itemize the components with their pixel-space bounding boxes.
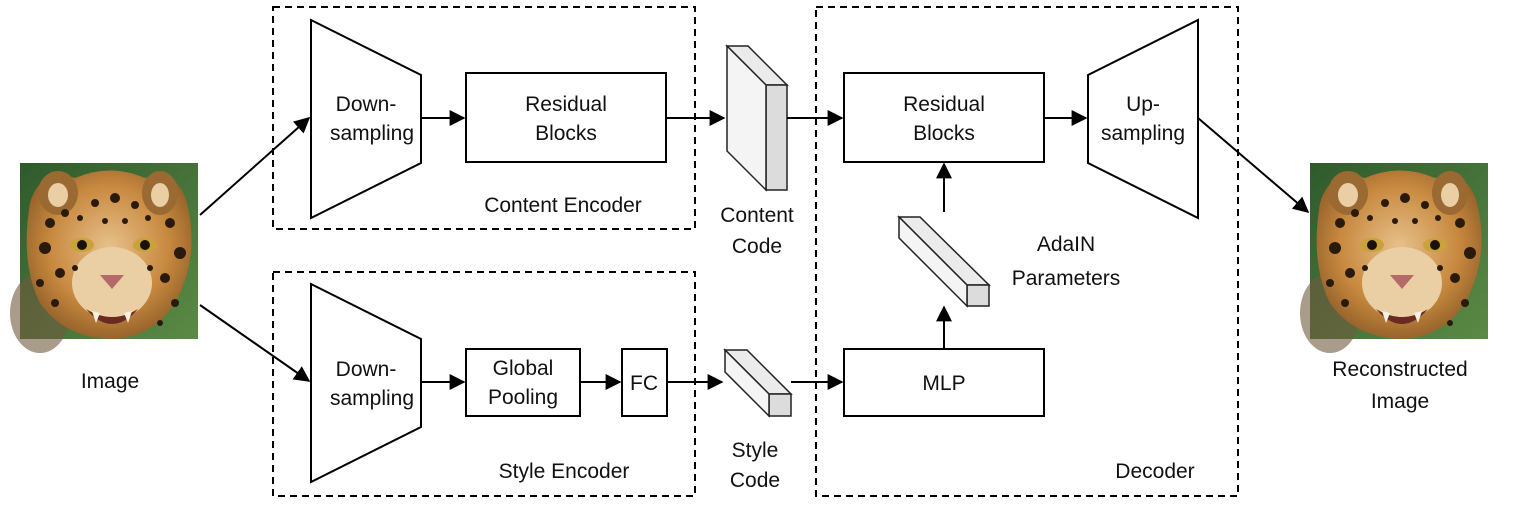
mlp-block (843, 348, 1045, 417)
global-pooling-label-1: Global (493, 357, 554, 380)
content-code-tensor (725, 44, 789, 192)
content-code-label-2: Code (732, 235, 782, 258)
content-downsampling-block (310, 18, 422, 220)
adain-parameters-tensor (897, 215, 991, 308)
input-image (10, 163, 198, 353)
decoder-residual-label-1: Residual (903, 93, 985, 116)
flow-arrows (199, 110, 1310, 390)
mlp-label: MLP (922, 372, 965, 395)
style-code-label-2: Code (730, 469, 780, 492)
style-encoder-title: Style Encoder (499, 460, 630, 483)
adain-label-2: Parameters (1012, 267, 1121, 290)
fc-label: FC (630, 372, 658, 395)
output-label-line1: Reconstructed (1332, 358, 1467, 381)
style-downsampling-label-2: sampling (330, 387, 414, 410)
upsampling-label-2: sampling (1101, 122, 1185, 145)
output-image (1300, 163, 1488, 353)
input-label: Image (81, 370, 139, 393)
decoder-title: Decoder (1115, 460, 1194, 483)
arrow-image-to-style-down (199, 304, 311, 382)
content-encoder-title: Content Encoder (484, 194, 642, 217)
arrow-image-to-content-down (199, 116, 311, 216)
upsampling-label-1: Up- (1126, 93, 1160, 116)
adain-label-1: AdaIN (1037, 233, 1095, 256)
global-pooling-label-2: Pooling (488, 386, 558, 409)
style-code-tensor (723, 348, 793, 418)
content-code-label-1: Content (720, 204, 794, 227)
content-residual-label-1: Residual (525, 93, 607, 116)
decoder-residual-blocks (843, 72, 1045, 163)
arrow-up-to-output (1197, 117, 1310, 214)
output-label-line2: Image (1371, 390, 1429, 413)
content-residual-label-2: Blocks (535, 122, 597, 145)
content-downsampling-label-2: sampling (330, 122, 414, 145)
decoder-region (815, 6, 1239, 497)
style-downsampling-label-1: Down- (336, 358, 397, 381)
upsampling-block (1087, 18, 1199, 220)
style-downsampling-block (310, 282, 422, 484)
content-residual-blocks (465, 72, 667, 163)
global-pooling-block (465, 348, 581, 417)
decoder-residual-label-2: Blocks (913, 122, 975, 145)
content-downsampling-label-1: Down- (336, 93, 397, 116)
style-encoder-region (272, 271, 696, 497)
style-code-label-1: Style (732, 439, 779, 462)
